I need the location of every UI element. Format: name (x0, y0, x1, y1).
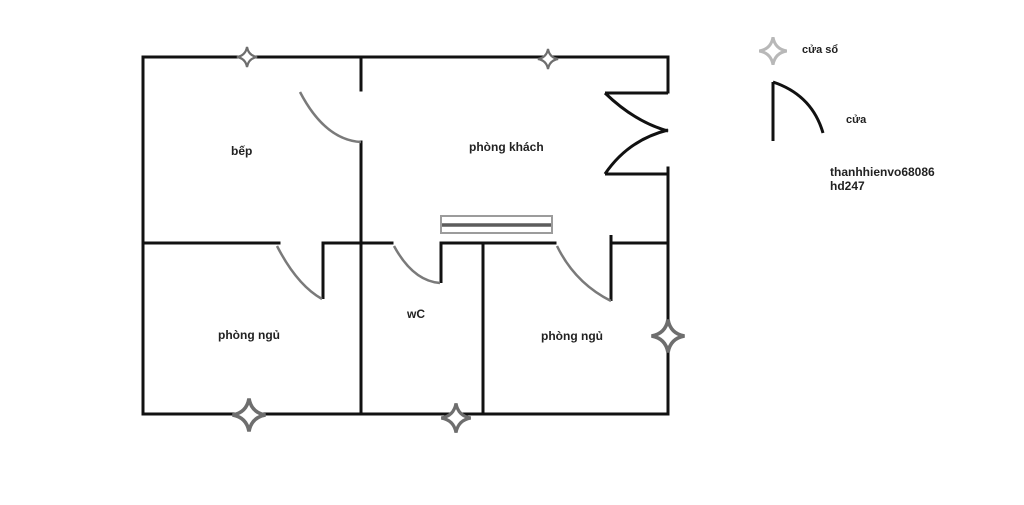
living-bench (440, 215, 553, 234)
room-label-living: phòng khách (469, 140, 544, 154)
author-line-1: thanhhienvo68086 (830, 165, 935, 179)
room-label-bedroom-right: phòng ngủ (541, 329, 603, 343)
door-entry-leaf-top (603, 91, 669, 133)
door-kitchen (298, 91, 362, 144)
door-bedroom-left (275, 245, 323, 301)
window-star-icon (230, 397, 268, 433)
window-star-icon (650, 318, 686, 354)
room-label-kitchen: bếp (231, 144, 252, 158)
walls (141, 55, 670, 416)
legend-door-label: cửa (846, 114, 867, 126)
door-bedroom-right (555, 245, 612, 303)
window-star-icon (440, 401, 472, 435)
legend-window-star-icon (758, 36, 788, 66)
author-line-2: hd247 (830, 179, 865, 193)
window-star-icon (236, 46, 258, 68)
room-label-wc: wC (406, 307, 425, 321)
legend-door-icon (771, 80, 825, 141)
legend-window-label: cửa sổ (802, 44, 838, 56)
window-star-icon (537, 48, 559, 70)
door-wc (392, 245, 441, 285)
doors (275, 91, 669, 303)
legend: cửa sổ cửa (758, 36, 867, 141)
door-entry-leaf-bottom (603, 128, 669, 175)
room-label-bedroom-left: phòng ngủ (218, 328, 280, 342)
